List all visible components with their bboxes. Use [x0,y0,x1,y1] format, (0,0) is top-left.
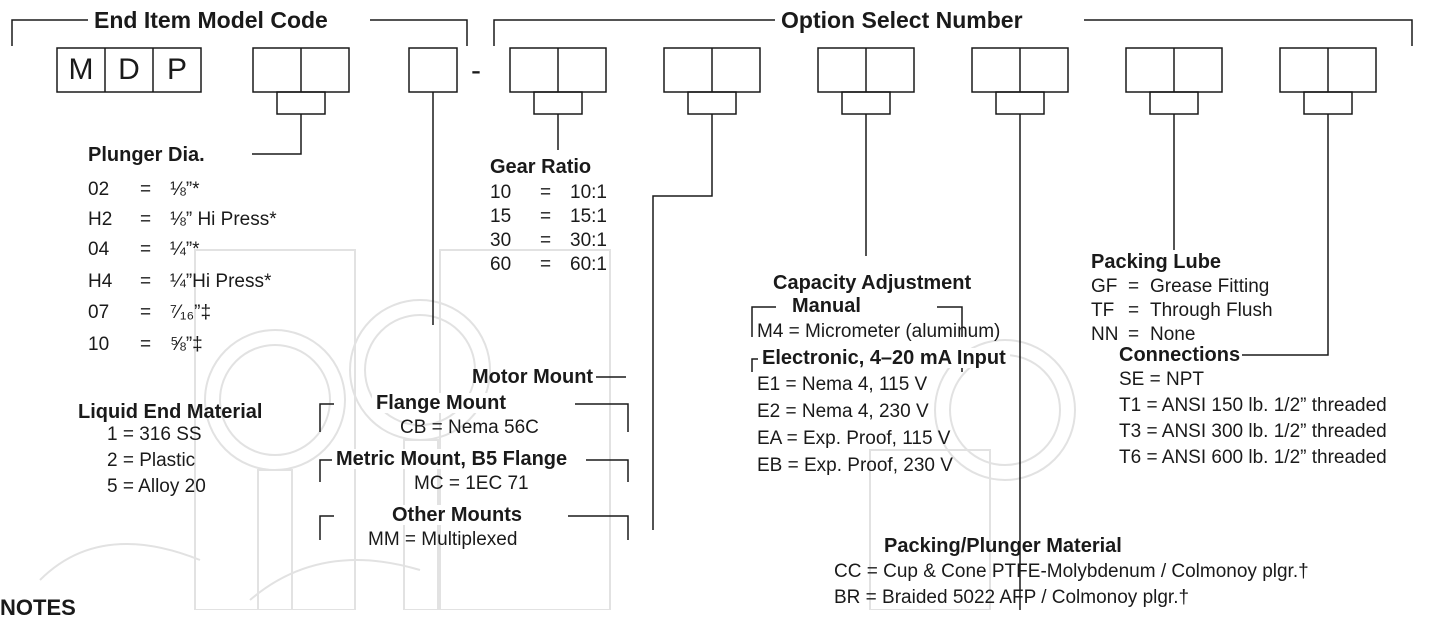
other-mounts-title: Other Mounts [388,505,526,525]
liquid-end-item: 1 = 316 SS [107,424,202,445]
lube-code: NN [1091,324,1119,345]
lube-value: Grease Fitting [1150,276,1270,297]
packing-plunger-title: Packing/Plunger Material [884,535,1122,557]
lube-code: GF [1091,276,1118,297]
option-bracket-left [493,19,775,46]
electronic-item: EA = Exp. Proof, 115 V [757,428,951,449]
plunger-leader [252,114,302,155]
notes-heading: NOTES [0,595,76,620]
gear-value: 10:1 [570,182,607,203]
electronic-title: Electronic, 4–20 mA Input [758,348,1010,368]
gear-code: 15 [490,206,512,227]
plunger-value: ⅝”‡ [170,334,203,355]
liquid-end-item: 2 = Plastic [107,450,196,471]
pressure-gauge-right [934,339,1076,481]
other-mounts-item: MM = Multiplexed [368,529,518,550]
flange-mount-title: Flange Mount [372,393,510,413]
model-letter-d: D [118,53,140,86]
liquid-end-code-box [408,47,458,93]
gear-code: 60 [490,254,512,275]
equals-sign: = [140,334,152,355]
equals-sign: = [140,239,152,260]
plunger-code: H2 [88,209,113,230]
motor-mount-title: Motor Mount [472,366,594,388]
end-item-bracket-right [370,19,468,46]
equals-sign: = [1128,276,1140,297]
liquid-end-title: Liquid End Material [78,401,263,423]
gear-code: 10 [490,182,512,203]
equals-sign: = [540,254,552,275]
connection-item: T3 = ANSI 300 lb. 1/2” threaded [1119,421,1387,442]
connection-item: T1 = ANSI 150 lb. 1/2” threaded [1119,395,1387,416]
manual-title: Manual [788,296,865,316]
plunger-code: 07 [88,302,110,323]
metric-mount-title: Metric Mount, B5 Flange [332,449,572,469]
plunger-code: 02 [88,179,110,200]
lube-value: Through Flush [1150,300,1273,321]
plunger-value: ¼”* [170,239,200,260]
model-letter-m: M [68,53,94,86]
model-code-box-frame [56,47,202,93]
electronic-item: EB = Exp. Proof, 230 V [757,455,953,476]
code-separator-dash: - [471,54,481,87]
plunger-code: 10 [88,334,110,355]
equals-sign: = [140,302,152,323]
equals-sign: = [1128,324,1140,345]
liquid-end-item: 5 = Alloy 20 [107,476,206,497]
connection-item: SE = NPT [1119,369,1204,390]
model-letter-p: P [166,53,187,86]
gear-value: 60:1 [570,254,607,275]
plunger-value: ⅛” Hi Press* [170,209,277,230]
lube-code: TF [1091,300,1115,321]
plunger-dia-title: Plunger Dia. [88,144,205,166]
packing-lube-title: Packing Lube [1091,251,1222,273]
end-item-model-code-title: End Item Model Code [88,9,334,32]
equals-sign: = [1128,300,1140,321]
plunger-value: ⅛”* [170,179,200,200]
equals-sign: = [140,179,152,200]
gear-code: 30 [490,230,512,251]
option-select-number-title: Option Select Number [775,9,1029,32]
equals-sign: = [540,182,552,203]
motor-mount-leader [652,114,713,530]
capacity-adjustment-title: Capacity Adjustment [773,272,972,294]
packing-plunger-item: CC = Cup & Cone PTFE-Molybdenum / Colmon… [834,561,1309,582]
end-item-bracket-left [11,19,88,46]
plunger-code: H4 [88,271,113,292]
equals-sign: = [140,209,152,230]
equals-sign: = [540,230,552,251]
manual-item: M4 = Micrometer (aluminum) [757,321,1001,342]
metric-mount-item: MC = 1EC 71 [414,473,529,494]
lube-value: None [1150,324,1196,345]
equals-sign: = [140,271,152,292]
pump-panel-right [869,449,991,610]
pump-panel-center [439,249,611,610]
packing-plunger-item: BR = Braided 5022 AFP / Colmonoy plgr.† [834,587,1190,608]
gear-ratio-title: Gear Ratio [490,156,592,178]
option-bracket-right [1084,19,1413,46]
flange-mount-item: CB = Nema 56C [400,417,539,438]
plunger-value: ¼”Hi Press* [170,271,272,292]
electronic-item: E2 = Nema 4, 230 V [757,401,929,422]
plunger-value: ⁷⁄₁₆”‡ [170,302,212,323]
equals-sign: = [540,206,552,227]
gear-value: 15:1 [570,206,607,227]
electronic-item: E1 = Nema 4, 115 V [757,374,928,395]
gear-value: 30:1 [570,230,607,251]
connections-leader [1242,114,1329,356]
connections-title: Connections [1119,344,1241,366]
plunger-code: 04 [88,239,110,260]
pump-panel-left [194,249,356,610]
connection-item: T6 = ANSI 600 lb. 1/2” threaded [1119,447,1387,468]
